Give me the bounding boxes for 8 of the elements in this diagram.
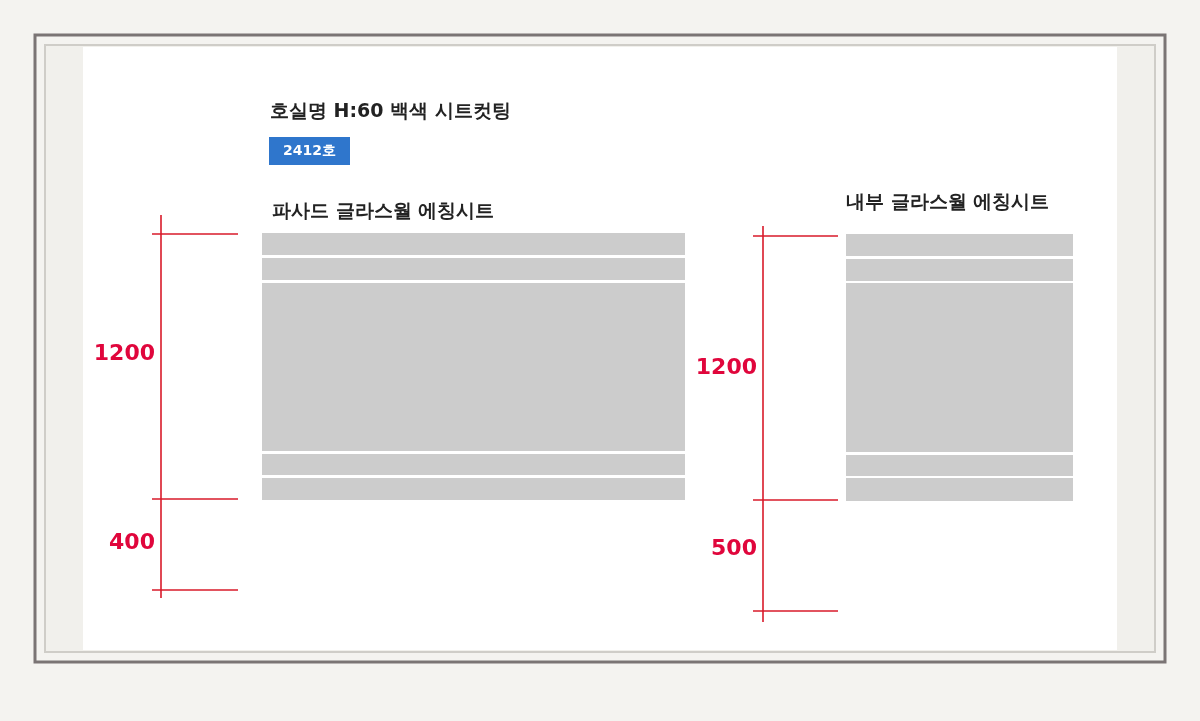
dimension-label: 1200 [695, 354, 757, 379]
title: 호실명 H:60 백색 시트컷팅 [270, 98, 511, 123]
room-badge: 2412호 [269, 137, 350, 165]
panel-heading: 파사드 글라스월 에칭시트 [272, 198, 495, 223]
dimension-label: 1200 [93, 340, 155, 365]
panel-heading: 내부 글라스월 에칭시트 [846, 189, 1050, 214]
dimension-label: 400 [109, 529, 155, 554]
dimension-label: 500 [711, 535, 757, 560]
